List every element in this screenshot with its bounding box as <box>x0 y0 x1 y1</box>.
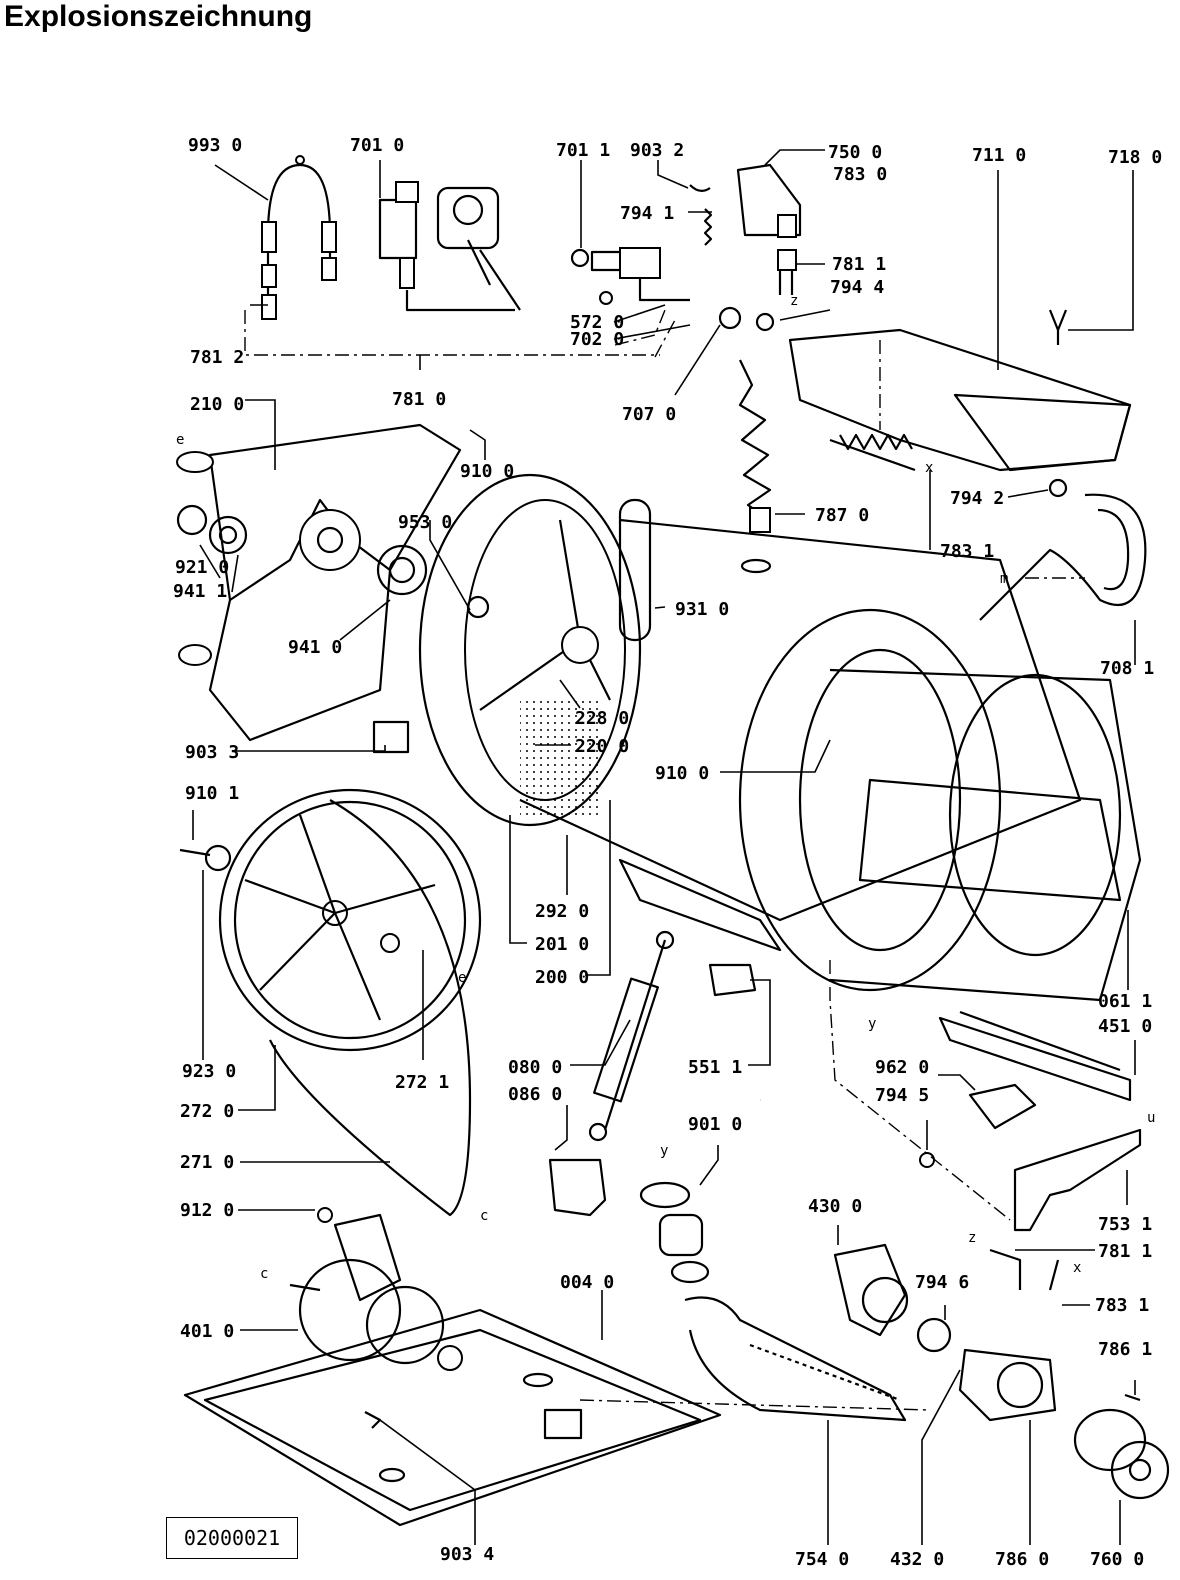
part-label-200-0: 200 0 <box>535 967 589 988</box>
part-label-794-2: 794 2 <box>950 488 1004 509</box>
part-label-228-0: 228 0 <box>575 708 629 729</box>
mark-y-tub: y <box>868 1016 876 1032</box>
part-label-787-0: 787 0 <box>815 505 869 526</box>
mark-c-motor: c <box>260 1266 268 1282</box>
part-label-708-1: 708 1 <box>1100 658 1154 679</box>
part-label-718-0: 718 0 <box>1108 147 1162 168</box>
part-label-271-0: 271 0 <box>180 1152 234 1173</box>
part-label-910-1: 910 1 <box>185 783 239 804</box>
part-label-004-0: 004 0 <box>560 1272 614 1293</box>
part-label-292-0: 292 0 <box>535 901 589 922</box>
part-label-702-0: 702 0 <box>570 329 624 350</box>
part-label-432-0: 432 0 <box>890 1549 944 1570</box>
part-label-086-0: 086 0 <box>508 1084 562 1105</box>
part-label-272-1: 272 1 <box>395 1072 449 1093</box>
part-label-794-6: 794 6 <box>915 1272 969 1293</box>
part-label-701-0: 701 0 <box>350 135 404 156</box>
part-label-750-0: 750 0 <box>828 142 882 163</box>
mark-z-top: z <box>790 293 798 309</box>
part-label-910-0-mid: 910 0 <box>655 763 709 784</box>
mark-y-hose: y <box>660 1143 668 1159</box>
mark-c-belt: c <box>480 1208 488 1224</box>
part-label-551-1: 551 1 <box>688 1057 742 1078</box>
part-label-754-0: 754 0 <box>795 1549 849 1570</box>
mark-e-rear: e <box>176 432 184 448</box>
part-label-220-0: 220 0 <box>575 736 629 757</box>
part-label-941-1: 941 1 <box>173 581 227 602</box>
part-label-783-1-upper: 783 1 <box>940 541 994 562</box>
part-label-080-0: 080 0 <box>508 1057 562 1078</box>
page-title: Explosionszeichnung <box>4 0 313 33</box>
mark-e-pulley: e <box>458 970 466 986</box>
leader-lines <box>192 149 1136 1545</box>
part-label-272-0: 272 0 <box>180 1101 234 1122</box>
part-label-781-1: 781 1 <box>832 254 886 275</box>
part-labels: 993 0 701 0 701 1 903 2 750 0 783 0 711 … <box>173 135 1162 1570</box>
letter-marks: e z x m y e c y u c z x <box>176 293 1155 1282</box>
mark-u: u <box>1147 1110 1155 1126</box>
part-label-962-0: 962 0 <box>875 1057 929 1078</box>
part-label-701-1: 701 1 <box>556 140 610 161</box>
part-label-707-0: 707 0 <box>622 404 676 425</box>
part-label-953-0: 953 0 <box>398 512 452 533</box>
part-label-781-0: 781 0 <box>392 389 446 410</box>
part-label-451-0: 451 0 <box>1098 1016 1152 1037</box>
part-label-923-0: 923 0 <box>182 1061 236 1082</box>
part-label-931-0: 931 0 <box>675 599 729 620</box>
part-label-783-0: 783 0 <box>833 164 887 185</box>
part-label-210-0: 210 0 <box>190 394 244 415</box>
part-label-201-0: 201 0 <box>535 934 589 955</box>
part-label-430-0: 430 0 <box>808 1196 862 1217</box>
part-label-910-0-top: 910 0 <box>460 461 514 482</box>
part-label-786-1: 786 1 <box>1098 1339 1152 1360</box>
part-label-783-1-lower: 783 1 <box>1095 1295 1149 1316</box>
part-label-753-1: 753 1 <box>1098 1214 1152 1235</box>
parts-illustration <box>176 155 1170 1527</box>
part-label-903-3: 903 3 <box>185 742 239 763</box>
part-label-711-0: 711 0 <box>972 145 1026 166</box>
part-label-760-0: 760 0 <box>1090 1549 1144 1570</box>
document-number: 02000021 <box>166 1517 298 1559</box>
part-label-903-2: 903 2 <box>630 140 684 161</box>
part-label-794-1: 794 1 <box>620 203 674 224</box>
part-label-901-0: 901 0 <box>688 1114 742 1135</box>
part-label-781-1-lower: 781 1 <box>1098 1241 1152 1262</box>
part-label-781-2: 781 2 <box>190 347 244 368</box>
part-label-993-0: 993 0 <box>188 135 242 156</box>
mark-x-pump: x <box>1073 1260 1081 1276</box>
part-label-794-5: 794 5 <box>875 1085 929 1106</box>
part-label-903-4: 903 4 <box>440 1544 494 1565</box>
part-label-572-0: 572 0 <box>570 312 624 333</box>
mark-m: m <box>1000 571 1008 587</box>
part-label-921-0: 921 0 <box>175 557 229 578</box>
mark-x-top: x <box>925 460 933 476</box>
part-label-941-0: 941 0 <box>288 637 342 658</box>
mark-z-pump: z <box>968 1230 976 1246</box>
part-label-061-1: 061 1 <box>1098 991 1152 1012</box>
part-label-912-0: 912 0 <box>180 1200 234 1221</box>
part-label-786-0: 786 0 <box>995 1549 1049 1570</box>
part-label-794-4: 794 4 <box>830 277 884 298</box>
part-label-401-0: 401 0 <box>180 1321 234 1342</box>
